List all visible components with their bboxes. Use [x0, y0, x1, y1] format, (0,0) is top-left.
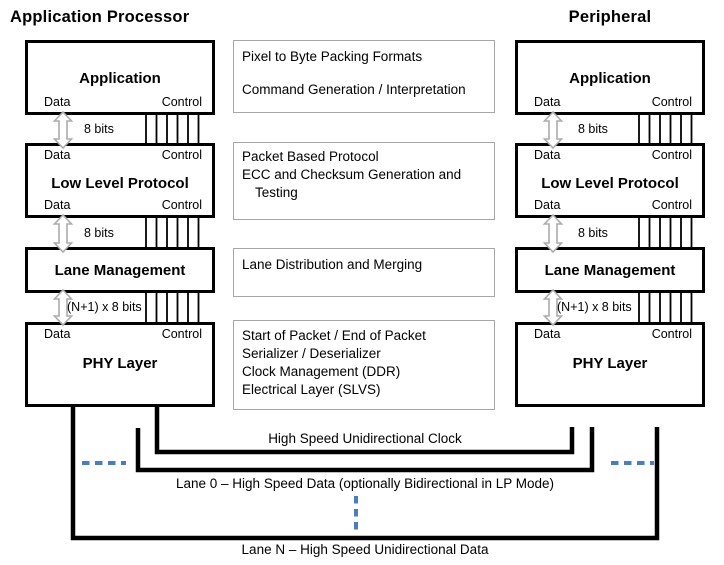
byte-width-label: (N+1) x 8 bits — [557, 300, 632, 314]
left-low-level-protocol-box: Data Control Low Level Protocol Data Con… — [25, 143, 215, 218]
left-control-lines-gap1 — [145, 113, 200, 146]
mid-box-text-line: Testing — [255, 185, 298, 200]
data-port-label: Data — [534, 95, 561, 109]
control-port-label: Control — [161, 148, 202, 162]
lane0-label: Lane 0 – High Speed Data (optionally Bid… — [176, 476, 554, 491]
layer-title: Lane Management — [544, 261, 676, 279]
control-port-label: Control — [651, 148, 692, 162]
left-application-box: Application Data Control — [25, 40, 215, 115]
mid-box-application-functions: Pixel to Byte Packing Formats Command Ge… — [233, 40, 495, 113]
bidirectional-arrow-icon — [542, 288, 564, 327]
mid-box-text-line: Clock Management (DDR) — [242, 364, 401, 379]
layer-title: Low Level Protocol — [541, 175, 679, 192]
layer-title: PHY Layer — [82, 355, 158, 372]
layer-title: Low Level Protocol — [51, 175, 189, 192]
layer-title: PHY Layer — [572, 355, 648, 372]
byte-width-label: 8 bits — [578, 122, 608, 136]
clock-lane-line — [154, 407, 575, 455]
left-control-lines-gap3 — [145, 291, 200, 325]
control-port-label: Control — [161, 327, 202, 341]
mid-box-text-line: Pixel to Byte Packing Formats — [242, 49, 423, 64]
mid-box-text-line: Electrical Layer (SLVS) — [242, 382, 381, 397]
byte-width-label: (N+1) x 8 bits — [67, 300, 142, 314]
port-label-row: Data Control — [28, 95, 212, 109]
bidirectional-arrow-icon — [542, 110, 564, 150]
mid-box-phy-functions: Start of Packet / End of Packet Serializ… — [233, 320, 495, 410]
mid-box-text-line: Start of Packet / End of Packet — [242, 328, 426, 343]
data-port-label: Data — [44, 198, 71, 212]
layer-title: Application — [569, 70, 651, 87]
left-phy-layer-box: Data Control PHY Layer — [25, 322, 215, 407]
clock-lane-label: High Speed Unidirectional Clock — [268, 431, 462, 446]
port-label-row: Data Control — [28, 198, 212, 212]
data-port-label: Data — [534, 327, 561, 341]
left-lane-management-box: Lane Management — [25, 247, 215, 293]
control-port-label: Control — [651, 327, 692, 341]
data-port-label: Data — [44, 95, 71, 109]
port-label-row: Data Control — [518, 95, 702, 109]
port-label-row: Data Control — [518, 148, 702, 162]
port-label-row: Data Control — [518, 327, 702, 341]
left-control-lines-gap2 — [145, 216, 200, 250]
right-control-lines-gap1 — [638, 113, 693, 146]
right-phy-layer-box: Data Control PHY Layer — [515, 322, 705, 407]
bidirectional-arrow-icon — [52, 288, 74, 327]
right-control-lines-gap2 — [638, 216, 693, 250]
right-stack-title: Peripheral — [568, 8, 652, 26]
mid-box-text-line: Packet Based Protocol — [242, 149, 379, 164]
right-application-box: Application Data Control — [515, 40, 705, 115]
port-label-row: Data Control — [28, 327, 212, 341]
left-stack-title: Application Processor — [10, 8, 190, 26]
right-control-lines-gap3 — [638, 291, 693, 325]
bidirectional-arrow-icon — [52, 110, 74, 150]
data-port-label: Data — [534, 148, 561, 162]
byte-width-label: 8 bits — [578, 226, 608, 240]
control-port-label: Control — [161, 95, 202, 109]
mid-box-lane-functions: Lane Distribution and Merging — [233, 248, 495, 297]
layer-title: Lane Management — [54, 261, 186, 279]
control-port-label: Control — [651, 198, 692, 212]
right-lane-management-box: Lane Management — [515, 247, 705, 293]
mid-box-protocol-functions: Packet Based Protocol ECC and Checksum G… — [233, 142, 495, 220]
lane0-line — [135, 427, 595, 473]
byte-width-label: 8 bits — [84, 122, 114, 136]
right-low-level-protocol-box: Data Control Low Level Protocol Data Con… — [515, 143, 705, 218]
mid-box-text-line: Serializer / Deserializer — [242, 346, 381, 361]
mid-box-text-line: Command Generation / Interpretation — [242, 82, 466, 97]
data-port-label: Data — [44, 148, 71, 162]
mid-box-text-line: Lane Distribution and Merging — [242, 257, 423, 272]
control-port-label: Control — [651, 95, 692, 109]
bidirectional-arrow-icon — [52, 213, 74, 254]
layer-title: Application — [79, 70, 161, 87]
byte-width-label: 8 bits — [84, 226, 114, 240]
laneN-label: Lane N – High Speed Unidirectional Data — [241, 542, 489, 557]
laneN-line — [70, 407, 660, 541]
data-port-label: Data — [534, 198, 561, 212]
bidirectional-arrow-icon — [542, 213, 564, 254]
data-port-label: Data — [44, 327, 71, 341]
port-label-row: Data Control — [518, 198, 702, 212]
port-label-row: Data Control — [28, 148, 212, 162]
control-port-label: Control — [161, 198, 202, 212]
mid-box-text-line: ECC and Checksum Generation and — [242, 167, 462, 182]
